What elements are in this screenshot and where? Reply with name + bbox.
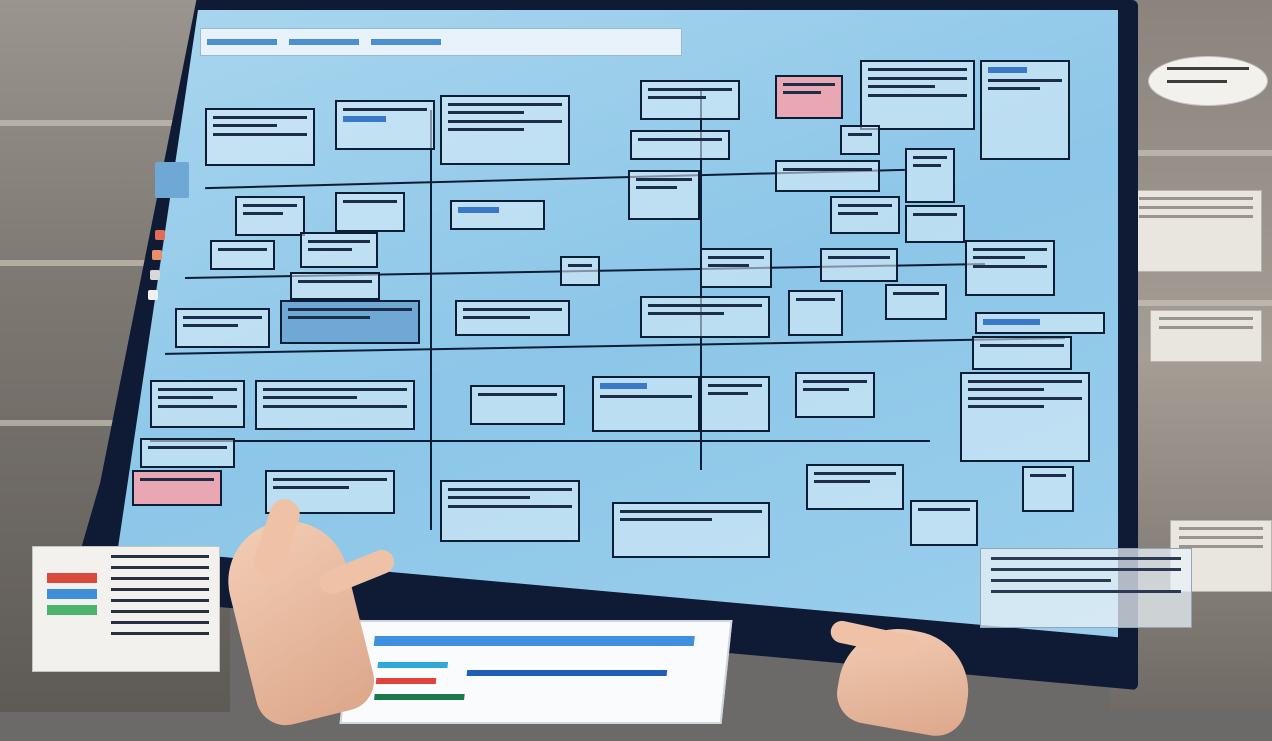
diagram-box[interactable] <box>175 308 270 348</box>
shelf <box>1120 300 1272 306</box>
diagram-box[interactable] <box>775 160 880 192</box>
diagram-box[interactable] <box>612 502 770 558</box>
diagram-box[interactable] <box>592 376 700 432</box>
shelf <box>0 420 180 426</box>
diagram-box[interactable] <box>470 385 565 425</box>
diagram-box[interactable] <box>335 192 405 232</box>
diagram-box[interactable] <box>910 500 978 546</box>
shelf <box>0 260 190 266</box>
diagram-box[interactable] <box>860 60 975 130</box>
diagram-box[interactable] <box>150 380 245 428</box>
tablet-device[interactable] <box>339 620 733 724</box>
diagram-box[interactable] <box>975 312 1105 334</box>
diagram-line <box>150 440 930 442</box>
diagram-box[interactable] <box>960 372 1090 462</box>
chart-icon[interactable] <box>148 290 158 300</box>
diagram-box[interactable] <box>140 438 235 468</box>
diagram-box[interactable] <box>806 464 904 510</box>
diagram-box-image[interactable] <box>280 300 420 344</box>
diagram-box[interactable] <box>788 290 843 336</box>
diagram-box[interactable] <box>290 272 380 300</box>
paper-document <box>32 546 220 672</box>
floating-note-panel <box>980 548 1192 628</box>
chip <box>47 589 97 599</box>
diagram-box[interactable] <box>440 95 570 165</box>
diagram-box[interactable] <box>335 100 435 150</box>
diagram-box[interactable] <box>840 125 880 155</box>
diagram-box[interactable] <box>980 60 1070 160</box>
diagram-box[interactable] <box>795 372 875 418</box>
diagram-box[interactable] <box>820 248 898 282</box>
diagram-line <box>430 110 432 530</box>
diagram-box[interactable] <box>300 232 378 268</box>
diagram-box[interactable] <box>455 300 570 336</box>
tablet-row <box>375 678 437 684</box>
tablet-header-bar <box>373 636 695 646</box>
diagram-box[interactable] <box>905 205 965 243</box>
diagram-box[interactable] <box>905 148 955 203</box>
chip <box>47 573 97 583</box>
diagram-box[interactable] <box>628 170 700 220</box>
diagram-box[interactable] <box>640 296 770 338</box>
gear-icon[interactable] <box>155 230 165 240</box>
diagram-box[interactable] <box>210 240 275 270</box>
diagram-box[interactable] <box>700 376 770 432</box>
shelf <box>0 120 200 126</box>
tablet-row <box>374 694 465 700</box>
diagram-box[interactable] <box>972 336 1072 370</box>
diagram-box[interactable] <box>630 130 730 160</box>
diagram-box[interactable] <box>265 470 395 514</box>
diagram-box[interactable] <box>1022 466 1074 512</box>
binder <box>1130 190 1262 272</box>
diagram-box[interactable] <box>235 196 305 236</box>
diagram-box[interactable] <box>830 196 900 234</box>
diagram-box[interactable] <box>440 480 580 542</box>
side-panel-icon[interactable] <box>155 162 189 198</box>
diagram-box[interactable] <box>640 80 740 120</box>
diagram-box-highlight[interactable] <box>132 470 222 506</box>
shelf <box>1120 150 1272 156</box>
diagram-box-highlight[interactable] <box>775 75 843 119</box>
tablet-row <box>377 662 449 668</box>
diagram-box[interactable] <box>560 256 600 286</box>
binder <box>1150 310 1262 362</box>
chip <box>47 605 97 615</box>
speech-bubble <box>1148 56 1268 106</box>
diagram-box[interactable] <box>255 380 415 430</box>
diagram-box[interactable] <box>205 108 315 166</box>
diagram-box[interactable] <box>885 284 947 320</box>
tablet-row <box>466 670 668 676</box>
diagram-box[interactable] <box>700 248 772 288</box>
image-icon[interactable] <box>150 270 160 280</box>
screen-top-bar <box>200 28 682 56</box>
diagram-box[interactable] <box>965 240 1055 296</box>
doc-icon[interactable] <box>152 250 162 260</box>
diagram-box[interactable] <box>450 200 545 230</box>
